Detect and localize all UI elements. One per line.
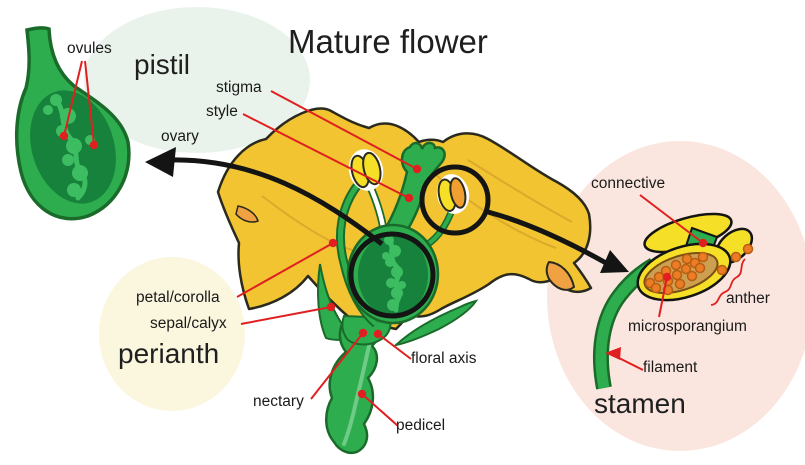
pedicel-label: pedicel	[396, 417, 446, 434]
pistil-detail-arrowhead	[145, 147, 176, 177]
floral-axis-dot	[373, 329, 383, 339]
anther-leader-squiggle	[710, 258, 746, 306]
ovary-detail-ovules	[43, 94, 95, 201]
stigma-label: stigma	[216, 79, 262, 96]
pistil-detail-illustration	[14, 26, 131, 221]
filament-label: filament	[643, 359, 698, 376]
floral-axis-leader-line	[377, 333, 412, 360]
pistil-in-flower	[346, 141, 446, 325]
sepal-right-shape	[392, 299, 479, 347]
ovary-label: ovary	[161, 128, 199, 145]
pedicel-leader-line	[361, 393, 399, 427]
mature-flower-illustration	[216, 107, 593, 454]
pistil-group-label: pistil	[134, 49, 191, 80]
sepal-calyx-label: sepal/calyx	[150, 315, 227, 332]
stamen-highlight-circle	[419, 164, 491, 236]
ovules-leader-line-1	[63, 60, 83, 137]
stamen-detail-arrow	[487, 209, 629, 273]
filament-leader-arrowhead	[605, 347, 621, 360]
ovary-ovule-chain	[382, 235, 406, 313]
diagram-title: Mature flower	[288, 23, 488, 60]
petal-fold-shade-left	[235, 205, 259, 223]
stigma-leader-line	[270, 90, 418, 170]
style-leader-line	[242, 113, 410, 199]
sepal-calyx-leader-line	[240, 306, 332, 325]
ovules-leader-line-2	[84, 60, 95, 146]
ovule-dot-2	[89, 140, 99, 150]
nectary-label: nectary	[253, 393, 304, 410]
perianth-group-label: perianth	[118, 338, 220, 369]
ovules-label: ovules	[67, 40, 112, 57]
petal-corolla-label: petal/corolla	[136, 289, 220, 306]
leader-lines	[63, 60, 746, 427]
petal-dot	[328, 238, 338, 248]
connective-dot	[698, 238, 708, 248]
perianth-group-background	[99, 257, 245, 411]
pistil-group-background	[84, 7, 310, 153]
anther-label: anther	[726, 290, 770, 307]
leader-dots	[59, 131, 708, 399]
pedicel-dot	[357, 389, 367, 399]
connective-leader-line	[639, 194, 704, 244]
floral-axis-stripe	[342, 322, 376, 446]
anther-circled	[436, 174, 470, 214]
floral-axis-label: floral axis	[411, 350, 477, 367]
nectary-dot	[358, 328, 368, 338]
nectary-leader-line	[310, 332, 364, 400]
stamen-detail-arrowhead	[600, 250, 629, 273]
microsporangium-label: microsporangium	[628, 318, 747, 335]
style-dot	[404, 193, 414, 203]
ovule-dot-1	[59, 131, 69, 141]
pistil-detail-arrow	[145, 147, 384, 246]
pollen-grains	[644, 243, 754, 296]
microsporangium-leader-line	[658, 276, 668, 318]
style-label: style	[206, 103, 238, 120]
connective-label: connective	[591, 175, 666, 192]
microsporangium-dot	[662, 272, 672, 282]
petal-fold-shade-right	[545, 260, 576, 291]
stamen-group-label: stamen	[594, 388, 686, 419]
petal-corolla-leader-line	[236, 242, 334, 298]
stigma-dot	[412, 164, 422, 174]
stamen-detail-illustration	[592, 212, 754, 390]
ovary-highlight-circle	[348, 231, 436, 319]
sepal-dot	[326, 302, 336, 312]
